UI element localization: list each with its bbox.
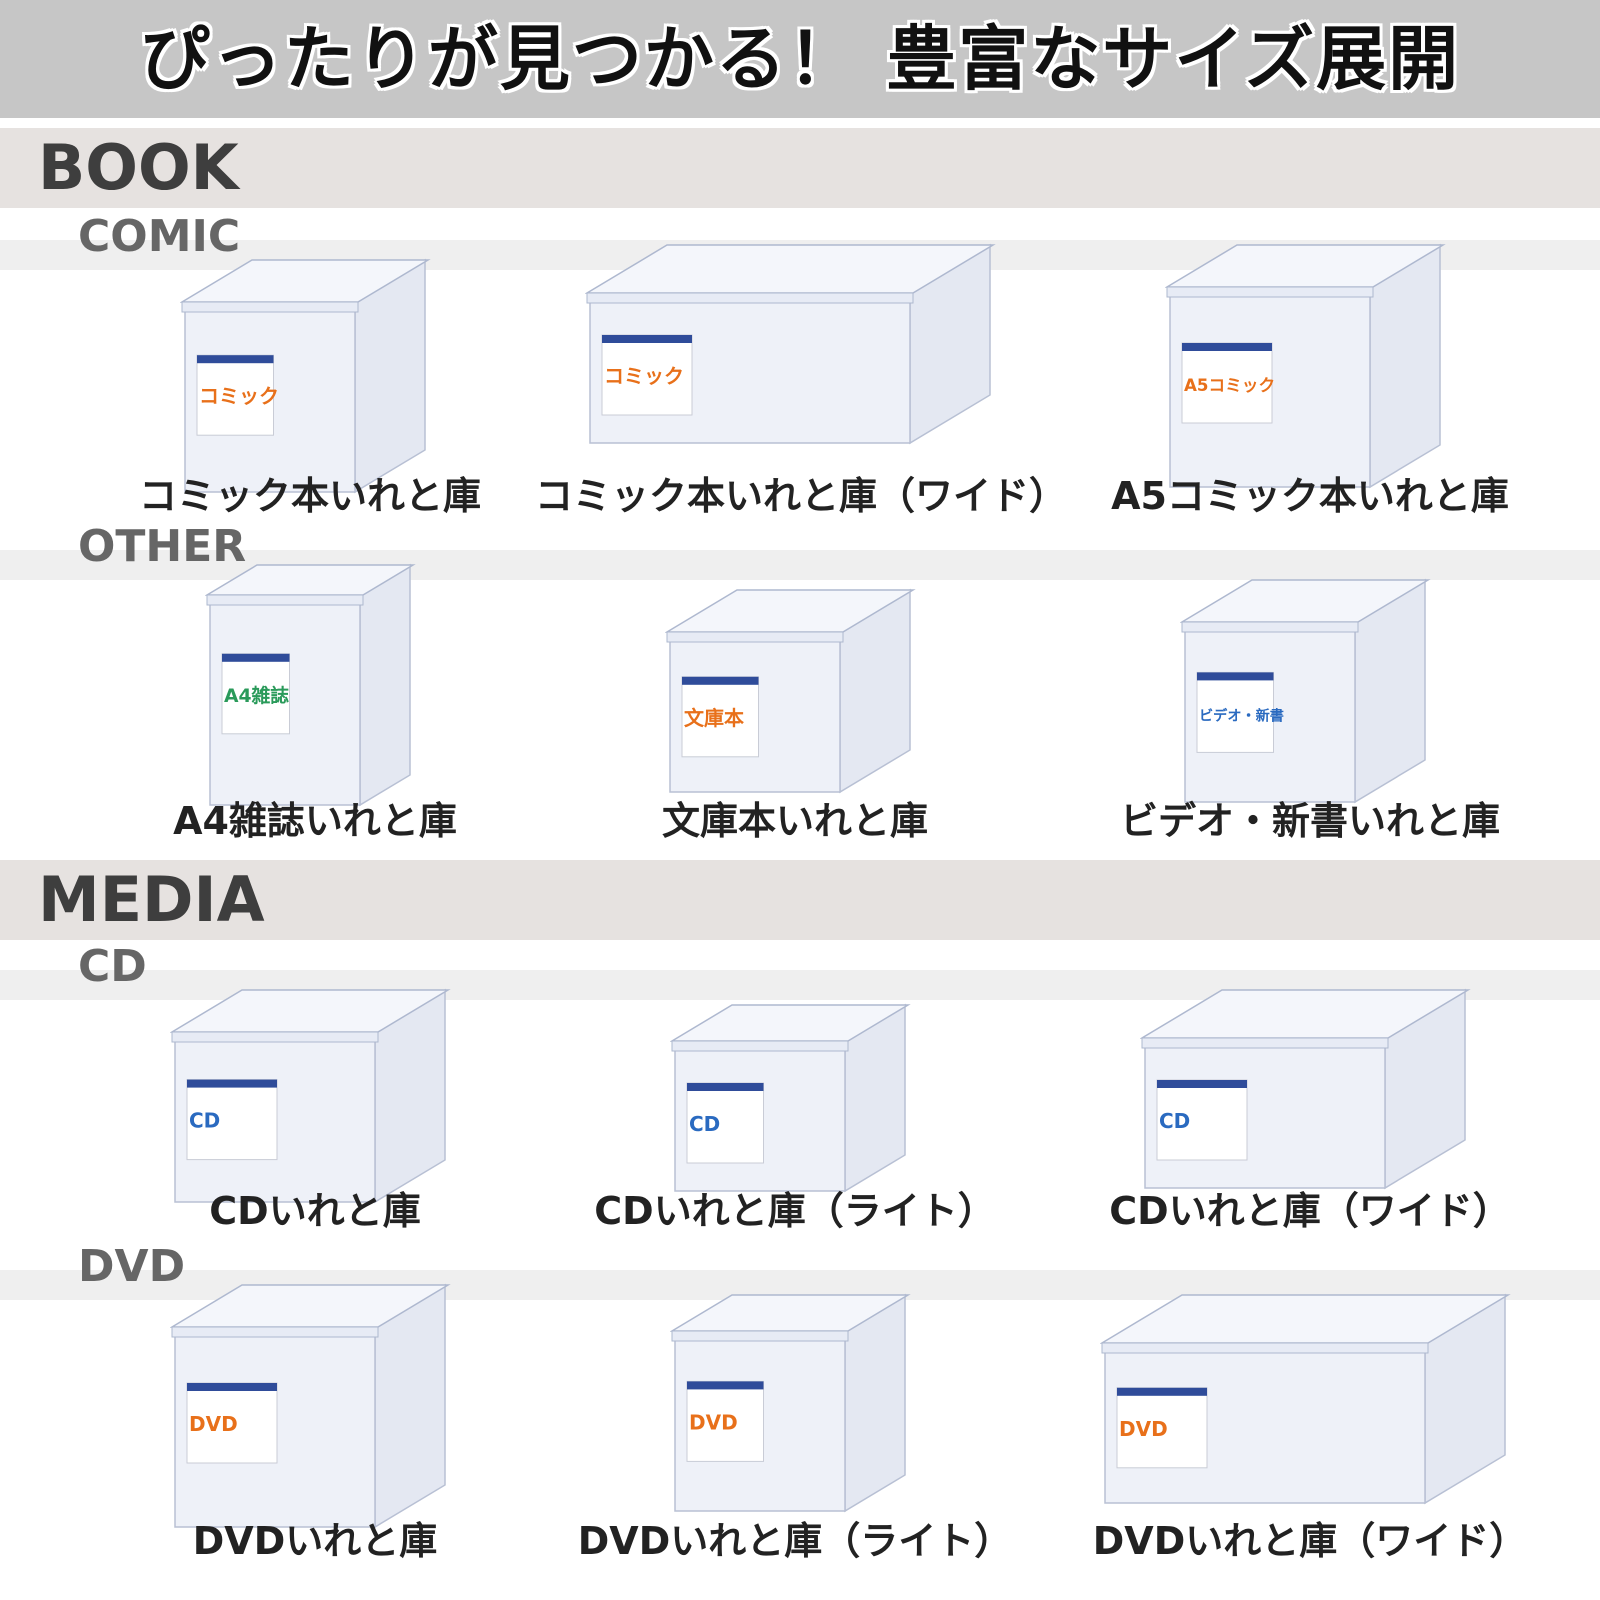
box-label-sticker [681,676,759,758]
box-label-sticker [186,1079,278,1161]
box-lid-rim [586,292,914,304]
product-name: ビデオ・新書いれと庫 [1119,799,1500,843]
box-label-text: 文庫本 [684,706,744,730]
box-label-sticker [221,653,290,735]
storage-box-illustration: CD [169,988,451,1204]
category-label-book: BOOK [38,131,239,204]
box-label-band [602,335,692,343]
product-image: コミック [584,240,1005,462]
category-band-book [0,128,1600,208]
box-label-sticker [1196,671,1274,753]
subcategory-label-cd: CD [78,941,147,992]
box-label-text: CD [189,1109,220,1133]
box-label-text: CD [1159,1109,1190,1133]
box-label-band [197,355,274,364]
box-label-band [187,1079,277,1088]
header-banner [0,0,1600,118]
box-lid-rim [1101,1342,1429,1354]
box-label-sticker [601,334,693,416]
box-label-sticker [686,1380,764,1462]
product-name: A4雑誌いれと庫 [173,799,457,843]
box-label-band [682,676,759,685]
box-label-band [222,653,290,662]
product-name: コミック本いれと庫（ワイド） [535,474,1068,518]
box-label-band [1157,1080,1247,1088]
box-side [359,563,411,807]
product-image: コミック [179,255,440,511]
product-image: ビデオ・新書 [1179,575,1440,821]
page-title: ぴったりが見つかる！ 豊富なサイズ展開 [139,18,1461,100]
storage-box-illustration: コミック [179,258,431,494]
product-name: コミック本いれと庫 [138,474,481,518]
product-name: DVDいれと庫（ワイド） [1092,1519,1528,1563]
box-lid-rim [666,631,844,643]
box-label-band [1197,672,1274,681]
storage-box-illustration: A5コミック [1164,243,1446,489]
product-image: DVD [169,1280,460,1546]
product-name: CDいれと庫 [209,1189,421,1233]
product-name: DVDいれと庫 [192,1519,438,1563]
storage-box-illustration: 文庫本 [664,588,916,794]
product-image: A4雑誌 [204,560,425,824]
category-label-media: MEDIA [38,863,265,936]
product-image: DVD [1099,1290,1520,1522]
product-image: DVD [669,1290,920,1530]
storage-box-illustration: CD [669,1003,911,1193]
product-name: CDいれと庫（ライト） [594,1189,996,1233]
box-label-text: コミック [199,384,279,408]
box-label-text: ビデオ・新書 [1199,707,1284,724]
product-image: A5コミック [1164,240,1455,506]
box-lid-rim [181,301,359,313]
box-lid-rim [1181,621,1359,633]
storage-box-illustration: DVD [169,1283,451,1529]
box-label-band [1117,1387,1207,1396]
box-label-sticker [1116,1387,1208,1469]
box-label-text: DVD [1119,1417,1168,1441]
storage-box-illustration: コミック [584,243,996,445]
box-lid-rim [206,594,364,606]
product-image: CD [169,985,460,1221]
product-image: CD [1139,985,1480,1207]
storage-box-illustration: DVD [669,1293,911,1513]
product-image: CD [669,1000,920,1210]
box-lid-rim [1141,1037,1389,1049]
product-name: CDいれと庫（ワイド） [1109,1189,1511,1233]
box-label-text: A4雑誌 [224,684,289,707]
box-label-text: コミック [604,364,684,388]
box-label-band [187,1383,277,1391]
category-band-media [0,860,1600,940]
box-label-text: DVD [189,1412,238,1436]
subcategory-label-dvd: DVD [78,1241,186,1292]
storage-box-illustration: CD [1139,988,1471,1190]
storage-box-illustration: A4雑誌 [204,563,416,807]
box-label-sticker [1156,1079,1248,1161]
storage-box-illustration: ビデオ・新書 [1179,578,1431,804]
subcategory-label-comic: COMIC [78,211,241,262]
product-image: 文庫本 [664,585,925,811]
product-name: DVDいれと庫（ライト） [577,1519,1013,1563]
subcategory-label-other: OTHER [78,521,247,572]
storage-box-illustration: DVD [1099,1293,1511,1505]
box-label-band [1182,343,1272,351]
box-label-sticker [1181,342,1273,424]
box-label-text: CD [689,1112,720,1136]
box-label-band [687,1083,764,1091]
box-label-text: DVD [689,1410,738,1434]
box-label-band [687,1381,764,1390]
box-lid-rim [671,1040,849,1052]
box-lid-rim [1166,286,1374,298]
box-lid-rim [671,1330,849,1342]
product-name: A5コミック本いれと庫 [1111,474,1509,518]
product-name: 文庫本いれと庫 [661,799,928,843]
box-label-text: A5コミック [1184,376,1275,395]
box-lid-rim [171,1031,379,1043]
box-lid-rim [171,1326,379,1338]
box-label-sticker [196,354,274,436]
